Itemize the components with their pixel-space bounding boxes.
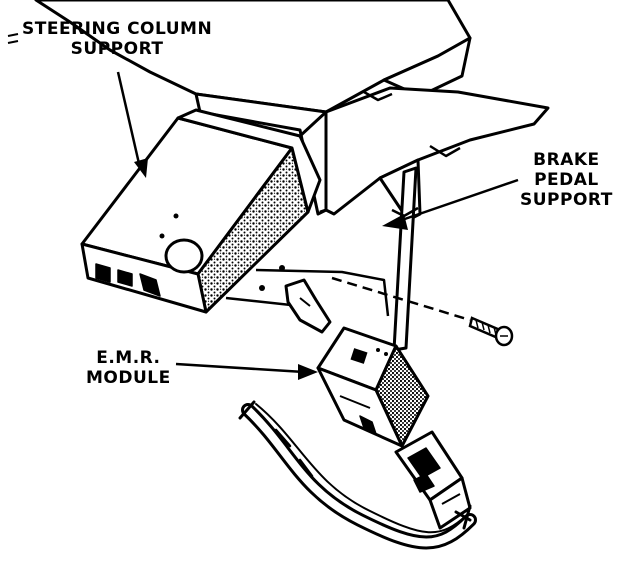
corner-marks: [7, 33, 19, 44]
brake-label-line1: BRAKE: [533, 150, 600, 170]
mounting-screw: [331, 276, 514, 347]
steering-column-support: [80, 108, 328, 314]
emr-module-label: E.M.R. MODULE: [86, 348, 171, 388]
brake-pedal-support-label: BRAKE PEDAL SUPPORT: [520, 150, 613, 210]
mounting-bracket: [255, 265, 390, 334]
wiring-harness: [238, 400, 477, 550]
emr-connector-plug: [394, 430, 472, 530]
steering-column-support-label: STEERING COLUMN SUPPORT: [22, 19, 212, 59]
emr-label-line2: MODULE: [86, 368, 171, 388]
steering-label-line1: STEERING COLUMN: [22, 19, 213, 39]
steering-label-line2: SUPPORT: [70, 39, 164, 59]
brake-label-line2: PEDAL: [534, 170, 599, 190]
emr-label-line1: E.M.R.: [96, 348, 161, 368]
brake-label-line3: SUPPORT: [520, 190, 613, 210]
brake-pedal-support: [324, 86, 550, 352]
emr-module: [316, 326, 430, 448]
leader-lines: [116, 71, 519, 380]
